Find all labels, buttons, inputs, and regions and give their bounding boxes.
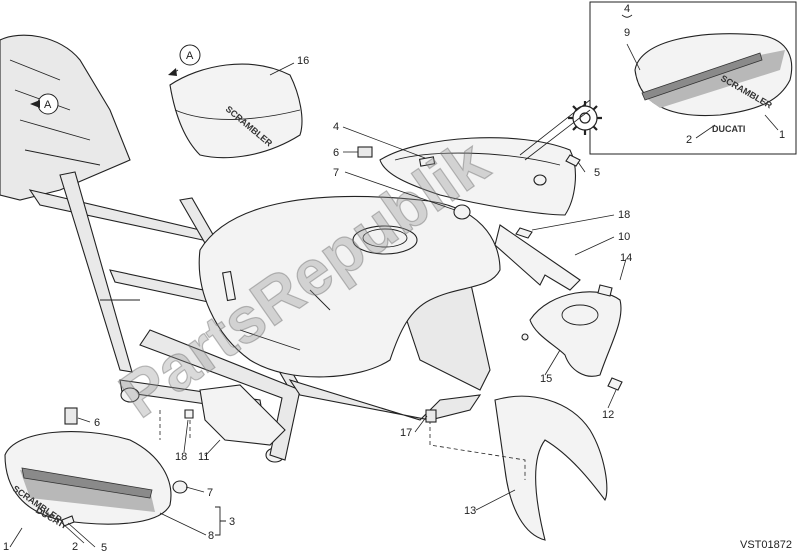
spacer-7-bottom [172, 480, 188, 494]
brace-icon [621, 14, 633, 18]
callout-circle-a-top [179, 44, 201, 66]
callout-letter-a-top: A [186, 50, 194, 62]
fuel-cap-ring [352, 225, 418, 255]
label-14: 14 [620, 252, 632, 264]
gear-icon [568, 101, 602, 135]
label-15: 15 [540, 373, 552, 385]
leader-lines [9, 43, 779, 548]
arrow-icon [168, 68, 177, 76]
label-7: 7 [333, 167, 339, 179]
label-1-inset: 1 [779, 129, 785, 141]
label-16: 16 [297, 55, 309, 67]
side-panel-right [379, 137, 576, 216]
screw-18-bottom [184, 409, 194, 419]
label-18: 18 [618, 209, 630, 221]
label-4-inset: 4 [624, 3, 630, 15]
screw-12 [607, 377, 623, 391]
label-13: 13 [464, 505, 476, 517]
grommet-6-bottom [64, 407, 78, 425]
label-6-bottom: 6 [94, 417, 100, 429]
bracket-10 [494, 224, 581, 291]
label-4: 4 [333, 121, 339, 133]
label-1-bottom: 1 [3, 541, 9, 553]
label-8: 8 [208, 530, 214, 542]
label-18-bottom: 18 [175, 451, 187, 463]
fuel-tank [198, 196, 501, 378]
label-11: 11 [198, 451, 209, 463]
label-17: 17 [400, 427, 412, 439]
cover-13 [494, 395, 608, 541]
part-labels: 16 4 6 7 5 18 10 14 15 12 13 17 11 18 6 … [3, 3, 785, 554]
seat-cover-16: SCRAMBLER A [168, 44, 303, 159]
grommet-17 [425, 409, 437, 423]
inset-subbrand: DUCATI [712, 124, 745, 134]
frame-tube-end-left [120, 387, 140, 403]
label-6: 6 [333, 147, 339, 159]
label-2-inset: 2 [686, 134, 692, 146]
inset-detail: SCRAMBLER DUCATI [589, 1, 797, 155]
screw-5 [565, 154, 581, 167]
callout-letter-a-left: A [44, 99, 52, 111]
bracket-11 [199, 384, 286, 446]
label-9: 9 [624, 27, 630, 39]
spacer-7 [453, 204, 471, 220]
holder-15 [521, 284, 623, 391]
label-10: 10 [618, 231, 630, 243]
diagram-code: VST01872 [740, 539, 792, 551]
label-2-bottom: 2 [72, 541, 78, 553]
arrow-icon [30, 100, 40, 108]
spacer-7b [533, 174, 547, 186]
label-3: 3 [229, 516, 235, 528]
label-7-bottom: 7 [207, 487, 213, 499]
screw-18-top [515, 227, 533, 239]
grommet-6 [357, 146, 373, 158]
label-5: 5 [594, 167, 600, 179]
side-panel-left: SCRAMBLER DUCATI [4, 431, 172, 530]
label-12: 12 [602, 409, 614, 421]
label-5-bottom: 5 [101, 542, 107, 554]
